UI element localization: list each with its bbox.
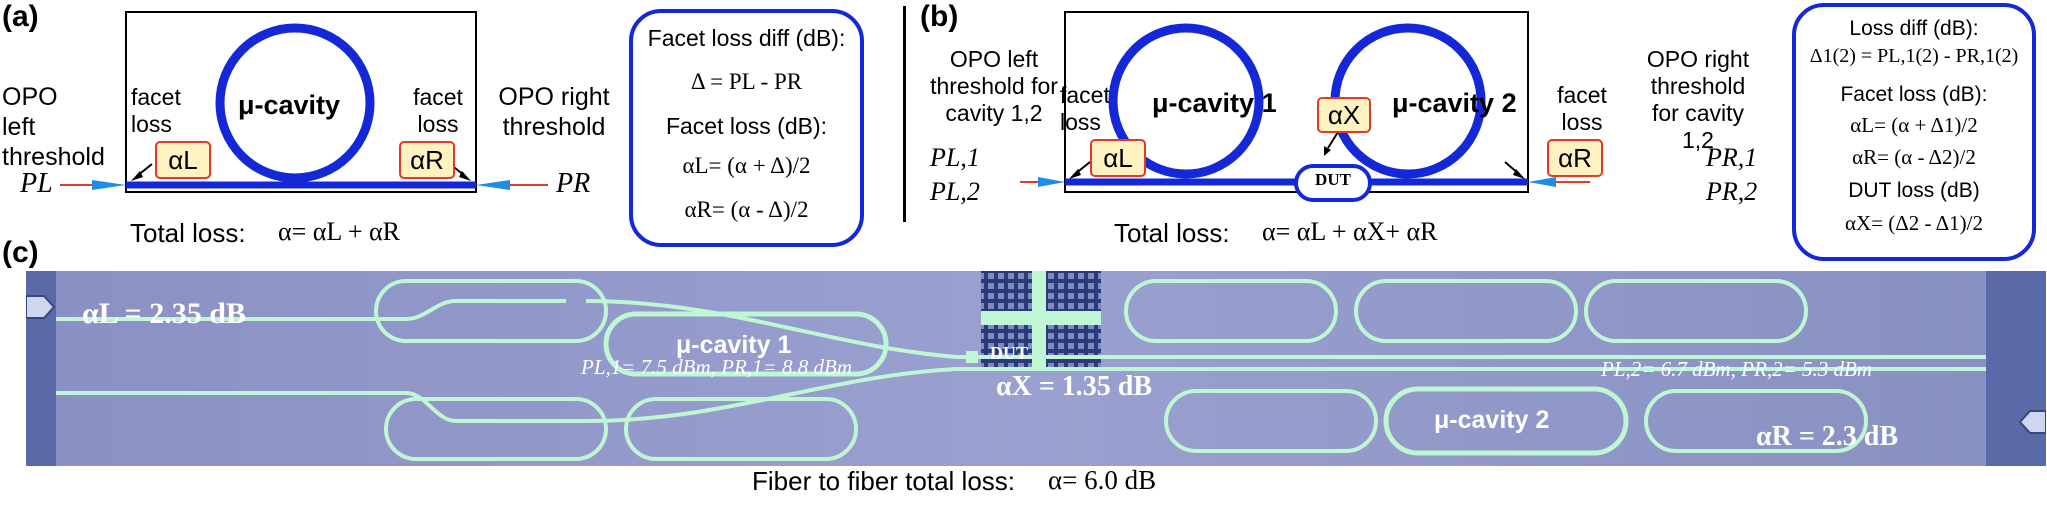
microring-1 <box>1108 23 1264 179</box>
micro-cavity-1-label: μ-cavity 1 <box>676 331 792 359</box>
facet-loss-equation-box: Facet loss diff (dB): Δ = PL - PR Facet … <box>629 9 864 247</box>
panel-divider <box>903 6 906 222</box>
eq-title-dut-loss: DUT loss (dB) <box>1848 179 1980 202</box>
eq-delta: Δ = PL - PR <box>690 69 803 94</box>
p-cavity-2-annotation: PL,2= 6.7 dBm, PR,2= 5.3 dBm <box>1601 357 1872 381</box>
eq-title-loss-diff: Loss diff (dB): <box>1849 17 1979 40</box>
micro-cavity-2-label: μ-cavity 2 <box>1434 406 1550 434</box>
panel-b-label: (b) <box>920 0 959 33</box>
opo-right-threshold-label: OPO right threshold <box>498 83 610 141</box>
p-right-label: PR <box>556 168 591 199</box>
panel-a-label: (a) <box>2 0 39 33</box>
total-loss-label: Total loss: <box>130 218 246 248</box>
alpha-right-box-b: αR <box>1547 139 1603 177</box>
alpha-l-annotation: αL = 2.35 dB <box>82 297 246 330</box>
input-arrow-left-b <box>1038 177 1065 187</box>
loss-equation-box-b: Loss diff (dB): Δ1(2) = PL,1(2) - PR,1(2… <box>1792 3 2036 261</box>
p-left-2-label: PL,2 <box>930 177 980 206</box>
dut-photo-label: DUT <box>990 343 1029 363</box>
eq-alpha-left: αL= (α + Δ)/2 <box>682 153 811 178</box>
microring <box>215 23 375 183</box>
eq-alpha-x: αX= (Δ2 - Δ1)/2 <box>1845 211 1983 235</box>
facet-loss-left-label-b: facet loss <box>1060 82 1110 135</box>
alpha-x-annotation: αX = 1.35 dB <box>996 371 1153 402</box>
opo-right-threshold-label-b: OPO right threshold for cavity 1,2 <box>1646 46 1750 153</box>
fiber-loss-value: α= 6.0 dB <box>1048 465 1157 495</box>
alpha-x-box: αX <box>1317 97 1371 133</box>
eq-title-facet-diff: Facet loss diff (dB): <box>647 25 846 51</box>
chip-micrograph: αL = 2.35 dB μ-cavity 1 DUT PL,1= 7.5 dB… <box>26 271 2046 466</box>
opo-left-threshold-label-b: OPO left threshold for cavity 1,2 <box>930 46 1058 126</box>
input-arrow-right <box>476 180 510 190</box>
p-cavity-1-annotation: PL,1= 7.5 dBm, PR,1= 8.8 dBm <box>581 355 852 379</box>
alpha-left-box-b: αL <box>1090 139 1146 177</box>
cavity-1-label: μ-cavity 1 <box>1152 88 1277 118</box>
p-right-1-label: PR,1 <box>1706 143 1758 172</box>
panel-a-schematic <box>60 11 548 193</box>
dut-block <box>1294 164 1372 202</box>
total-loss-equation-b: α= αL + αX+ αR <box>1262 217 1438 246</box>
facet-loss-left-label: facet loss <box>131 84 181 137</box>
p-right-2-label: PR,2 <box>1706 177 1758 206</box>
alpha-r-annotation: αR = 2.3 dB <box>1756 421 1899 452</box>
facet-loss-right-label: facet loss <box>413 84 463 137</box>
arrow-to-dut <box>1327 131 1339 149</box>
facet-loss-right-label-b: facet loss <box>1557 82 1607 135</box>
fiber-loss-caption: Fiber to fiber total loss: <box>752 466 1015 496</box>
chip-outline <box>125 11 477 193</box>
input-arrow-right-b <box>1528 177 1556 187</box>
eq-alpha-right-b: αR= (α - Δ2)/2 <box>1852 145 1976 169</box>
cavity-2-label: μ-cavity 2 <box>1392 88 1517 118</box>
cavity-label: μ-cavity <box>238 90 341 120</box>
alpha-left-box: αL <box>155 141 211 179</box>
panel-c-label: (c) <box>2 236 39 269</box>
opo-left-threshold-label: OPO left threshold <box>2 83 105 171</box>
alpha-right-box: αR <box>399 141 455 179</box>
p-left-label: PL <box>20 168 53 199</box>
p-left-1-label: PL,1 <box>930 143 980 172</box>
eq-delta-b: Δ1(2) = PL,1(2) - PR,1(2) <box>1809 45 2019 67</box>
eq-alpha-right: αR= (α - Δ)/2 <box>684 197 809 222</box>
input-arrow-left <box>92 180 126 190</box>
eq-title-facet-loss: Facet loss (dB): <box>665 113 828 139</box>
eq-alpha-left-b: αL= (α + Δ1)/2 <box>1850 113 1978 137</box>
dut-label: DUT <box>1315 170 1351 189</box>
total-loss-equation: α= αL + αR <box>278 217 400 246</box>
micrograph-image <box>26 271 2046 466</box>
total-loss-label-b: Total loss: <box>1114 218 1230 248</box>
eq-title-facet-loss-b: Facet loss (dB): <box>1840 83 1988 106</box>
panel-b-schematic <box>1020 11 1590 202</box>
